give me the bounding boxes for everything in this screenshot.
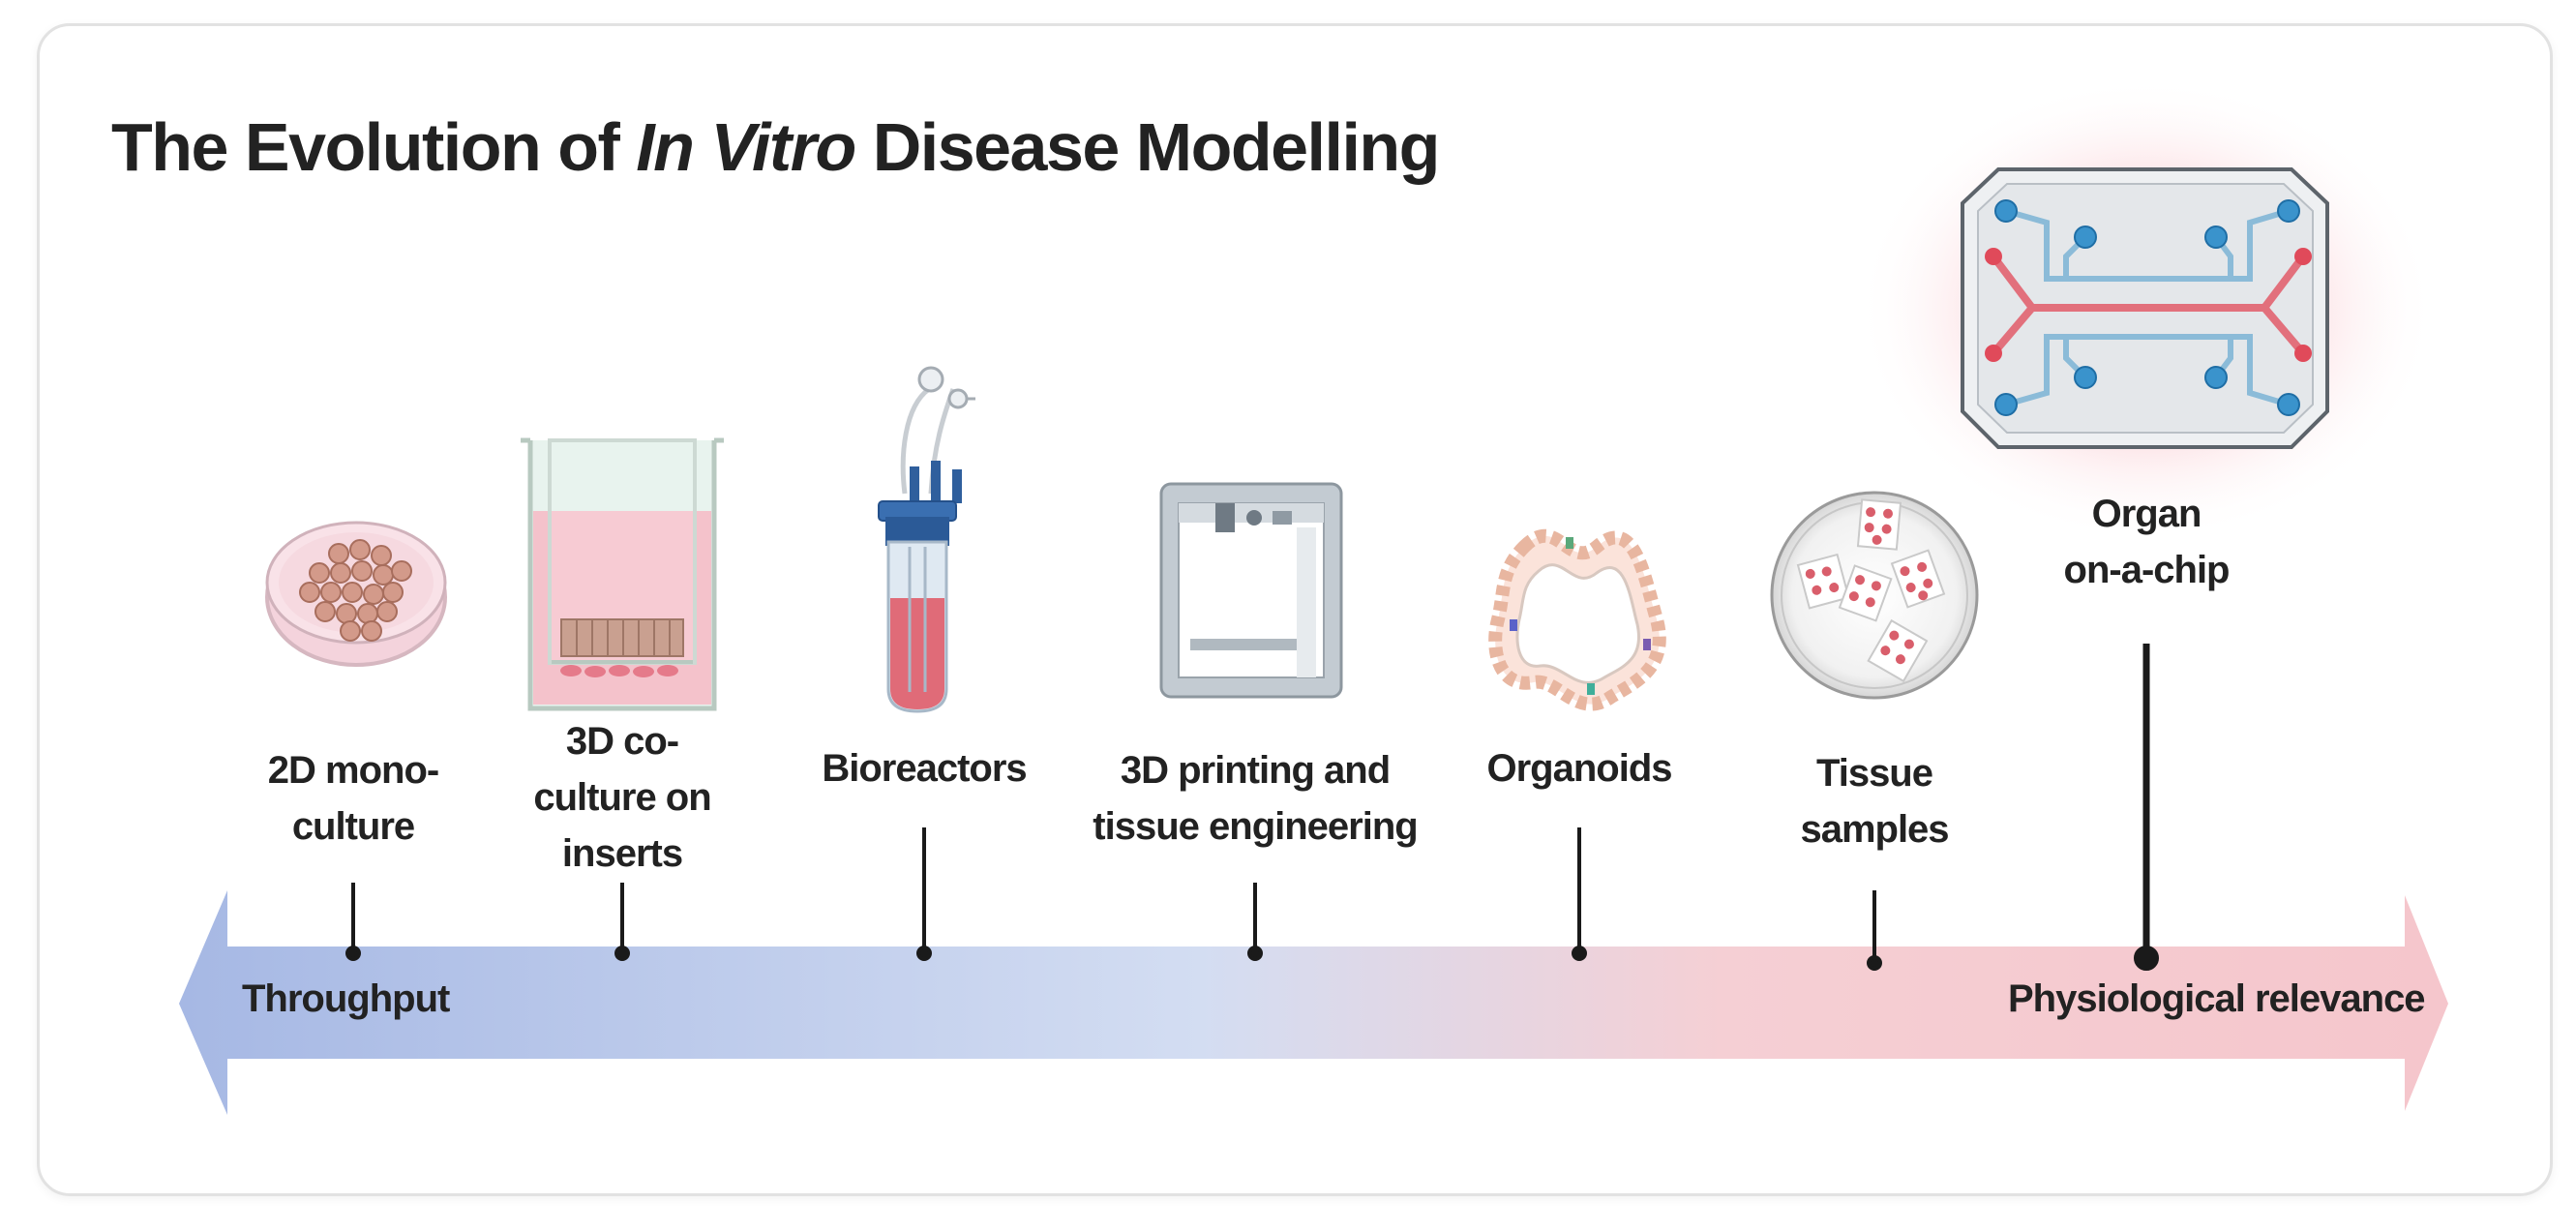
- tissue-samples-dish-icon: [1770, 491, 1979, 700]
- connector-dot-bio: [916, 946, 932, 961]
- stage-label-line: on-a-chip: [2063, 549, 2231, 591]
- stage-label-line: Bioreactors: [822, 747, 1027, 790]
- stage-label-3d-printing: 3D printing and tissue engineering: [1093, 742, 1418, 855]
- stage-label-line: samples: [1800, 808, 1949, 851]
- connector-dot-print: [1247, 946, 1263, 961]
- stage-label-3d-coculture: 3D co- culture on inserts: [533, 713, 711, 882]
- title-suffix: Disease Modelling: [854, 109, 1441, 185]
- stage-label-line: 3D printing and: [1120, 749, 1391, 792]
- stage-label-line: Organ: [2091, 493, 2202, 535]
- stage-label-organoids: Organoids: [1486, 740, 1672, 796]
- stage-label-line: Organoids: [1486, 747, 1672, 790]
- transwell-insert-icon: [521, 437, 724, 711]
- stage-label-line: inserts: [561, 832, 683, 875]
- stage-label-bioreactors: Bioreactors: [822, 740, 1027, 796]
- connector-dot-2d: [345, 946, 361, 961]
- stage-label-line: tissue engineering: [1093, 805, 1418, 848]
- diagram-title: The Evolution of In Vitro Disease Modell…: [111, 108, 1441, 186]
- stage-label-line: culture on: [533, 776, 711, 819]
- axis-left-label: Throughput: [242, 977, 450, 1020]
- stage-label-line: culture: [291, 805, 415, 848]
- organ-on-chip-icon: [1961, 167, 2329, 449]
- stage-label-2d: 2D mono- culture: [267, 742, 439, 855]
- organoid-icon: [1488, 528, 1666, 711]
- connector-dot-3d: [614, 946, 630, 961]
- 3d-printer-icon: [1159, 482, 1343, 699]
- gradient-arrow: [179, 890, 2448, 1115]
- stage-label-line: 3D co-: [565, 720, 679, 763]
- axis-right-label: Physiological relevance: [2008, 977, 2426, 1020]
- connector-dot-chip: [2134, 946, 2159, 971]
- stage-label-organ-on-chip: Organ on-a-chip: [2063, 486, 2231, 598]
- stage-label-line: Tissue: [1815, 752, 1933, 795]
- stage-label-line: 2D mono-: [267, 749, 439, 792]
- connector-dot-tissue: [1867, 955, 1882, 971]
- title-italic: In Vitro: [636, 109, 856, 185]
- stage-label-tissue-samples: Tissue samples: [1800, 745, 1949, 857]
- title-prefix: The Evolution of: [111, 109, 637, 185]
- connector-dot-org: [1572, 946, 1587, 961]
- petri-dish-icon: [265, 521, 447, 667]
- bioreactor-icon: [878, 366, 975, 713]
